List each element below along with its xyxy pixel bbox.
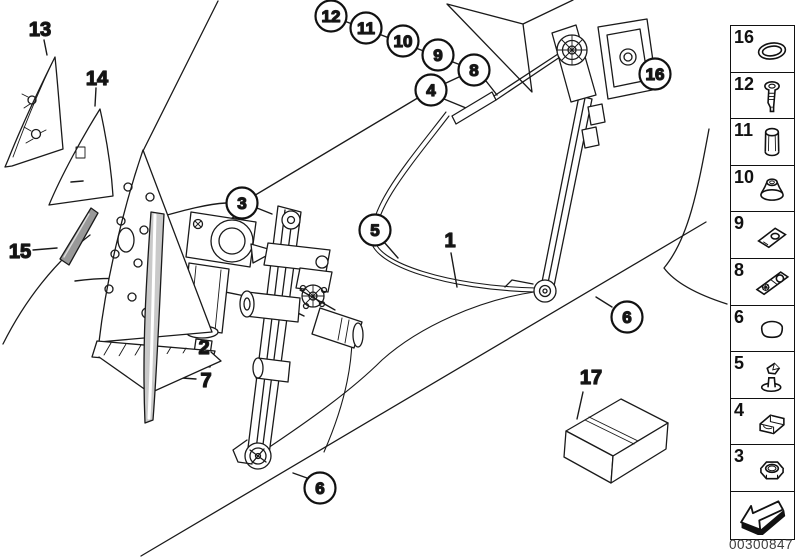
cable-guide-tube [451, 53, 561, 125]
part-label-1[interactable]: 1 [444, 229, 456, 252]
part-label-17[interactable]: 17 [579, 366, 603, 389]
legend-number: 6 [734, 306, 745, 327]
legend-number: 3 [734, 446, 745, 467]
svg-text:10: 10 [394, 32, 413, 51]
callout-circle-6-10[interactable]: 6 [303, 471, 337, 505]
flange-nut-icon [750, 172, 794, 210]
legend-number: 9 [734, 213, 745, 234]
direction-arrow-icon [733, 495, 791, 535]
guide-rail-right [504, 95, 593, 303]
callout-circle-6-9[interactable]: 6 [610, 300, 644, 334]
callout-circle-10-2[interactable]: 10 [386, 24, 420, 58]
spring-clip-icon [750, 405, 794, 443]
callout-circle-3-6[interactable]: 3 [225, 186, 259, 220]
callout-circle-9-3[interactable]: 9 [421, 38, 455, 72]
svg-text:16: 16 [646, 65, 665, 84]
callout-circle-5-7[interactable]: 5 [358, 213, 392, 247]
callout-circle-12-0[interactable]: 12 [314, 0, 348, 33]
part-label-15[interactable]: 15 [8, 240, 32, 263]
legend-item-12[interactable]: 12 [731, 72, 794, 120]
lock-plate-icon [750, 265, 794, 303]
rivet-clip-icon [750, 358, 794, 396]
callout-circle-11-1[interactable]: 11 [349, 11, 383, 45]
drive-module [551, 18, 658, 149]
legend-item-arrow[interactable] [731, 491, 794, 539]
svg-text:9: 9 [433, 46, 442, 65]
svg-text:8: 8 [469, 61, 478, 80]
legend-number: 5 [734, 353, 745, 374]
legend-number: 16 [734, 27, 755, 47]
legend-number: 4 [734, 399, 745, 420]
fastener-legend-sidebar: 16 12 11 10 9 8 6 5 4 3 [730, 25, 795, 540]
screw-icon [750, 79, 794, 117]
callout-circle-4-5[interactable]: 4 [414, 73, 448, 107]
legend-number: 11 [734, 120, 754, 141]
part-label-14[interactable]: 14 [85, 67, 109, 90]
bushing-icon [750, 125, 794, 163]
quarter-glass [48, 108, 114, 206]
legend-number: 10 [734, 166, 755, 187]
legend-item-11[interactable]: 11 [731, 119, 794, 166]
hex-nut-icon [750, 451, 794, 489]
legend-item-8[interactable]: 8 [731, 258, 794, 306]
legend-item-5[interactable]: 5 [731, 352, 794, 399]
window-glass-outline [446, 0, 574, 93]
sealing-strip [59, 207, 99, 266]
part-label-2[interactable]: 2 [198, 336, 210, 359]
part-label-7[interactable]: 7 [200, 369, 212, 392]
legend-item-4[interactable]: 4 [731, 398, 794, 446]
svg-text:6: 6 [622, 308, 631, 327]
svg-text:11: 11 [357, 19, 375, 38]
callout-circle-8-4[interactable]: 8 [457, 53, 491, 87]
part-label-13[interactable]: 13 [28, 18, 52, 41]
legend-number: 12 [734, 73, 755, 94]
mirror-trim [4, 56, 64, 168]
lifter-carriage [239, 242, 364, 383]
clip-plate-icon [750, 218, 794, 256]
drawing-number: 00300847 [728, 537, 794, 552]
legend-item-3[interactable]: 3 [731, 445, 794, 492]
svg-text:12: 12 [322, 7, 341, 26]
legend-item-9[interactable]: 9 [731, 212, 794, 259]
svg-text:5: 5 [370, 221, 379, 240]
legend-number: 8 [734, 259, 745, 280]
svg-text:6: 6 [315, 479, 324, 498]
legend-item-6[interactable]: 6 [731, 305, 794, 353]
window-channel [143, 211, 165, 424]
parts-box [563, 398, 669, 484]
callout-circle-16-8[interactable]: 16 [638, 57, 672, 91]
svg-text:4: 4 [426, 81, 436, 100]
legend-item-16[interactable]: 16 [731, 26, 794, 73]
cap-plug-icon [750, 312, 794, 350]
svg-text:3: 3 [237, 194, 246, 213]
legend-item-10[interactable]: 10 [731, 165, 794, 213]
o-ring-icon [750, 32, 794, 70]
